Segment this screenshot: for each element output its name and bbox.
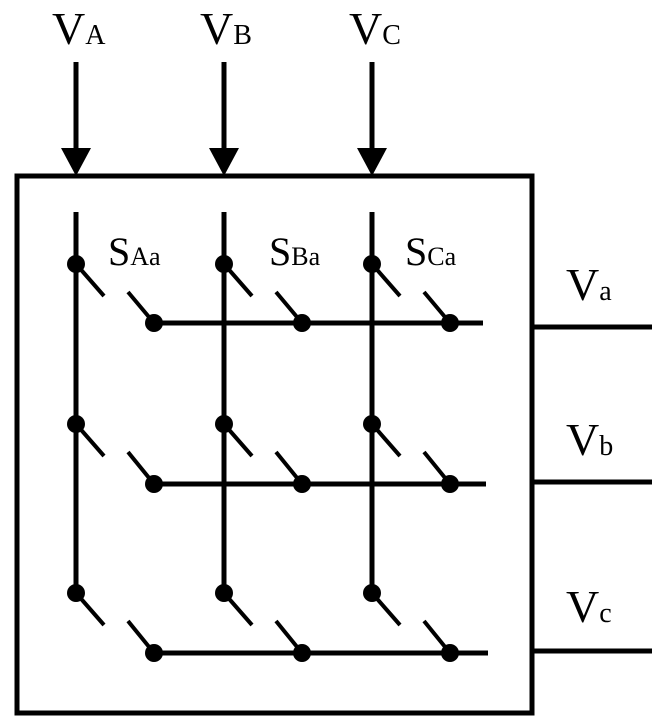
input-arrow-a xyxy=(61,62,91,176)
switch-ac xyxy=(67,584,163,662)
input-arrow-c xyxy=(357,62,387,176)
output-label-a: Va xyxy=(566,259,612,310)
switch-cc xyxy=(363,584,459,662)
input-label-c: VC xyxy=(349,3,401,54)
output-label-b: Vb xyxy=(566,414,613,465)
input-arrow-b xyxy=(209,62,239,176)
switch-aa xyxy=(67,255,163,332)
switch-ca xyxy=(363,255,459,332)
switch-bc xyxy=(215,584,311,662)
output-label-c: Vc xyxy=(566,581,612,632)
converter-frame xyxy=(14,173,535,716)
switch-ab xyxy=(67,415,163,493)
switch-label-ba: SBa xyxy=(269,229,321,274)
input-label-b: VB xyxy=(200,3,252,54)
switch-label-aa: SAa xyxy=(108,229,161,274)
input-label-a: VA xyxy=(52,3,106,54)
switch-bb xyxy=(215,415,311,493)
switch-label-ca: SCa xyxy=(405,229,457,274)
switch-ba xyxy=(215,255,311,332)
switch-cb xyxy=(363,415,459,493)
